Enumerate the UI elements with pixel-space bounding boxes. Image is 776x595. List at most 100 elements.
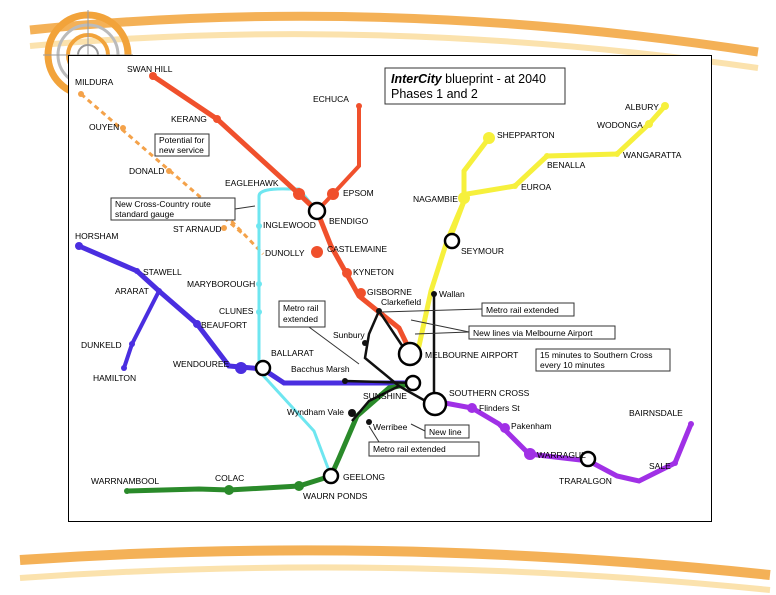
new-line-pointer <box>410 423 426 432</box>
label-st-arnaud: ST ARNAUD <box>173 224 222 234</box>
label-gisborne: GISBORNE <box>367 287 412 297</box>
label-albury: ALBURY <box>625 102 659 112</box>
airport-lines-pointer-a <box>410 319 470 333</box>
seymour-interchange <box>443 232 461 250</box>
label-mildura: MILDURA <box>75 77 114 87</box>
geelong-stops <box>124 481 304 495</box>
label-warragul: WARRAGUL <box>537 450 586 460</box>
top-swoosh-light <box>29 31 759 71</box>
beaufort-stop <box>193 320 201 328</box>
airport-lines-pointer-b <box>414 331 470 335</box>
potential-callout <box>154 133 210 157</box>
ouyen-stop <box>120 125 126 131</box>
top-swoosh <box>29 11 759 57</box>
cross-country-callout-line2: standard gauge <box>115 209 174 219</box>
metro-stops <box>342 291 437 425</box>
gisborne-stop <box>356 288 366 298</box>
airport-frequency-line2: every 10 minutes <box>540 360 605 370</box>
echuca-line <box>315 106 361 213</box>
metro-extended-top-text: Metro rail extended <box>486 305 559 315</box>
albury-stop <box>661 102 669 110</box>
metro-extended-left-line1: Metro rail <box>283 303 319 313</box>
label-wendouree: WENDOUREE <box>173 359 230 369</box>
nagambie-stop <box>458 192 470 204</box>
label-maryborough: MARYBOROUGH <box>187 279 255 289</box>
wangaratta-stop <box>614 151 620 157</box>
melbourne-airport-interchange <box>397 341 423 367</box>
metro-extended-left-line2: extended <box>283 314 318 324</box>
label-flinders-st: Flinders St <box>479 403 520 413</box>
eaglehawk-stop <box>293 188 305 200</box>
benalla-stop <box>544 153 550 159</box>
airport-lines-text: New lines via Melbourne Airport <box>473 328 593 338</box>
bacchus-marsh-stop <box>342 378 348 384</box>
dunkeld-stop <box>129 341 135 347</box>
label-waurn-ponds: WAURN PONDS <box>303 491 368 501</box>
kerang-stop <box>213 115 221 123</box>
swan-hill-stop <box>149 72 157 80</box>
ballarat-interchange <box>254 359 272 377</box>
stawell-stop <box>134 268 140 274</box>
shepparton-stop <box>483 132 495 144</box>
label-nagambie: NAGAMBIE <box>413 194 458 204</box>
flinders-st-stop <box>467 403 477 413</box>
north-east-stops <box>458 102 669 204</box>
rail-map-svg: InterCity blueprint - at 2040 Phases 1 a… <box>75 64 694 501</box>
mildura-stops <box>78 91 227 231</box>
wendouree-stop <box>235 362 247 374</box>
label-horsham: HORSHAM <box>75 231 118 241</box>
maryborough-stop <box>256 281 262 287</box>
label-dunkeld: DUNKELD <box>81 340 122 350</box>
swan-hill-line <box>151 73 414 355</box>
wallan-stop <box>431 291 437 297</box>
new-line-text: New line <box>429 427 462 437</box>
station-labels: MILDURA SWAN HILL KERANG OUYEN DONALD ST… <box>75 64 683 501</box>
castlemaine-stop <box>311 246 323 258</box>
echuca-stop <box>356 103 362 109</box>
hamilton-stop <box>121 365 127 371</box>
label-kerang: KERANG <box>171 114 207 124</box>
label-traralgon: TRARALGON <box>559 476 612 486</box>
colac-stop <box>224 485 234 495</box>
label-wodonga: WODONGA <box>597 120 643 130</box>
kyneton-stop <box>342 268 352 278</box>
gippsland-stops <box>467 403 694 466</box>
label-melbourne-airport: MELBOURNE AIRPORT <box>425 350 518 360</box>
sunshine-interchange <box>404 374 422 392</box>
euroa-stop <box>512 183 518 189</box>
north-east-line <box>409 104 667 358</box>
label-beaufort: BEAUFORT <box>201 320 247 330</box>
label-echuca: ECHUCA <box>313 94 349 104</box>
mildura-stop <box>78 91 84 97</box>
label-ararat: ARARAT <box>115 286 149 296</box>
interchanges <box>254 201 597 485</box>
label-wallan: Wallan <box>439 289 465 299</box>
label-colac: COLAC <box>215 473 244 483</box>
metro-extended-bottom-pointer <box>368 425 380 443</box>
cross-country-callout-line1: New Cross-Country route <box>115 199 211 209</box>
title-subtitle: Phases 1 and 2 <box>391 87 478 101</box>
warragul-stop <box>524 448 536 460</box>
sale-stop <box>672 460 678 466</box>
st-arnaud-stop <box>221 225 227 231</box>
shepparton-line <box>446 136 491 242</box>
airport-frequency-line1: 15 minutes to Southern Cross <box>540 350 652 360</box>
dunolly-stop <box>256 223 262 229</box>
label-hamilton: HAMILTON <box>93 373 136 383</box>
werribee-stop <box>366 419 372 425</box>
label-euroa: EUROA <box>521 182 552 192</box>
traralgon-interchange <box>579 450 597 468</box>
label-donald: DONALD <box>129 166 164 176</box>
potential-callout-line2: new service <box>159 145 204 155</box>
cross-country-pointer <box>234 205 256 210</box>
label-dunolly: DUNOLLY <box>265 248 305 258</box>
label-werribee: Werribee <box>373 422 408 432</box>
bendigo-interchange <box>307 201 327 221</box>
label-clarkefield: Clarkefield <box>381 297 421 307</box>
bairnsdale-stop <box>688 421 694 427</box>
new-line-callout <box>424 424 470 439</box>
potential-callout-line1: Potential for <box>159 135 205 145</box>
label-bendigo: BENDIGO <box>329 216 369 226</box>
hamilton-line <box>122 290 161 369</box>
